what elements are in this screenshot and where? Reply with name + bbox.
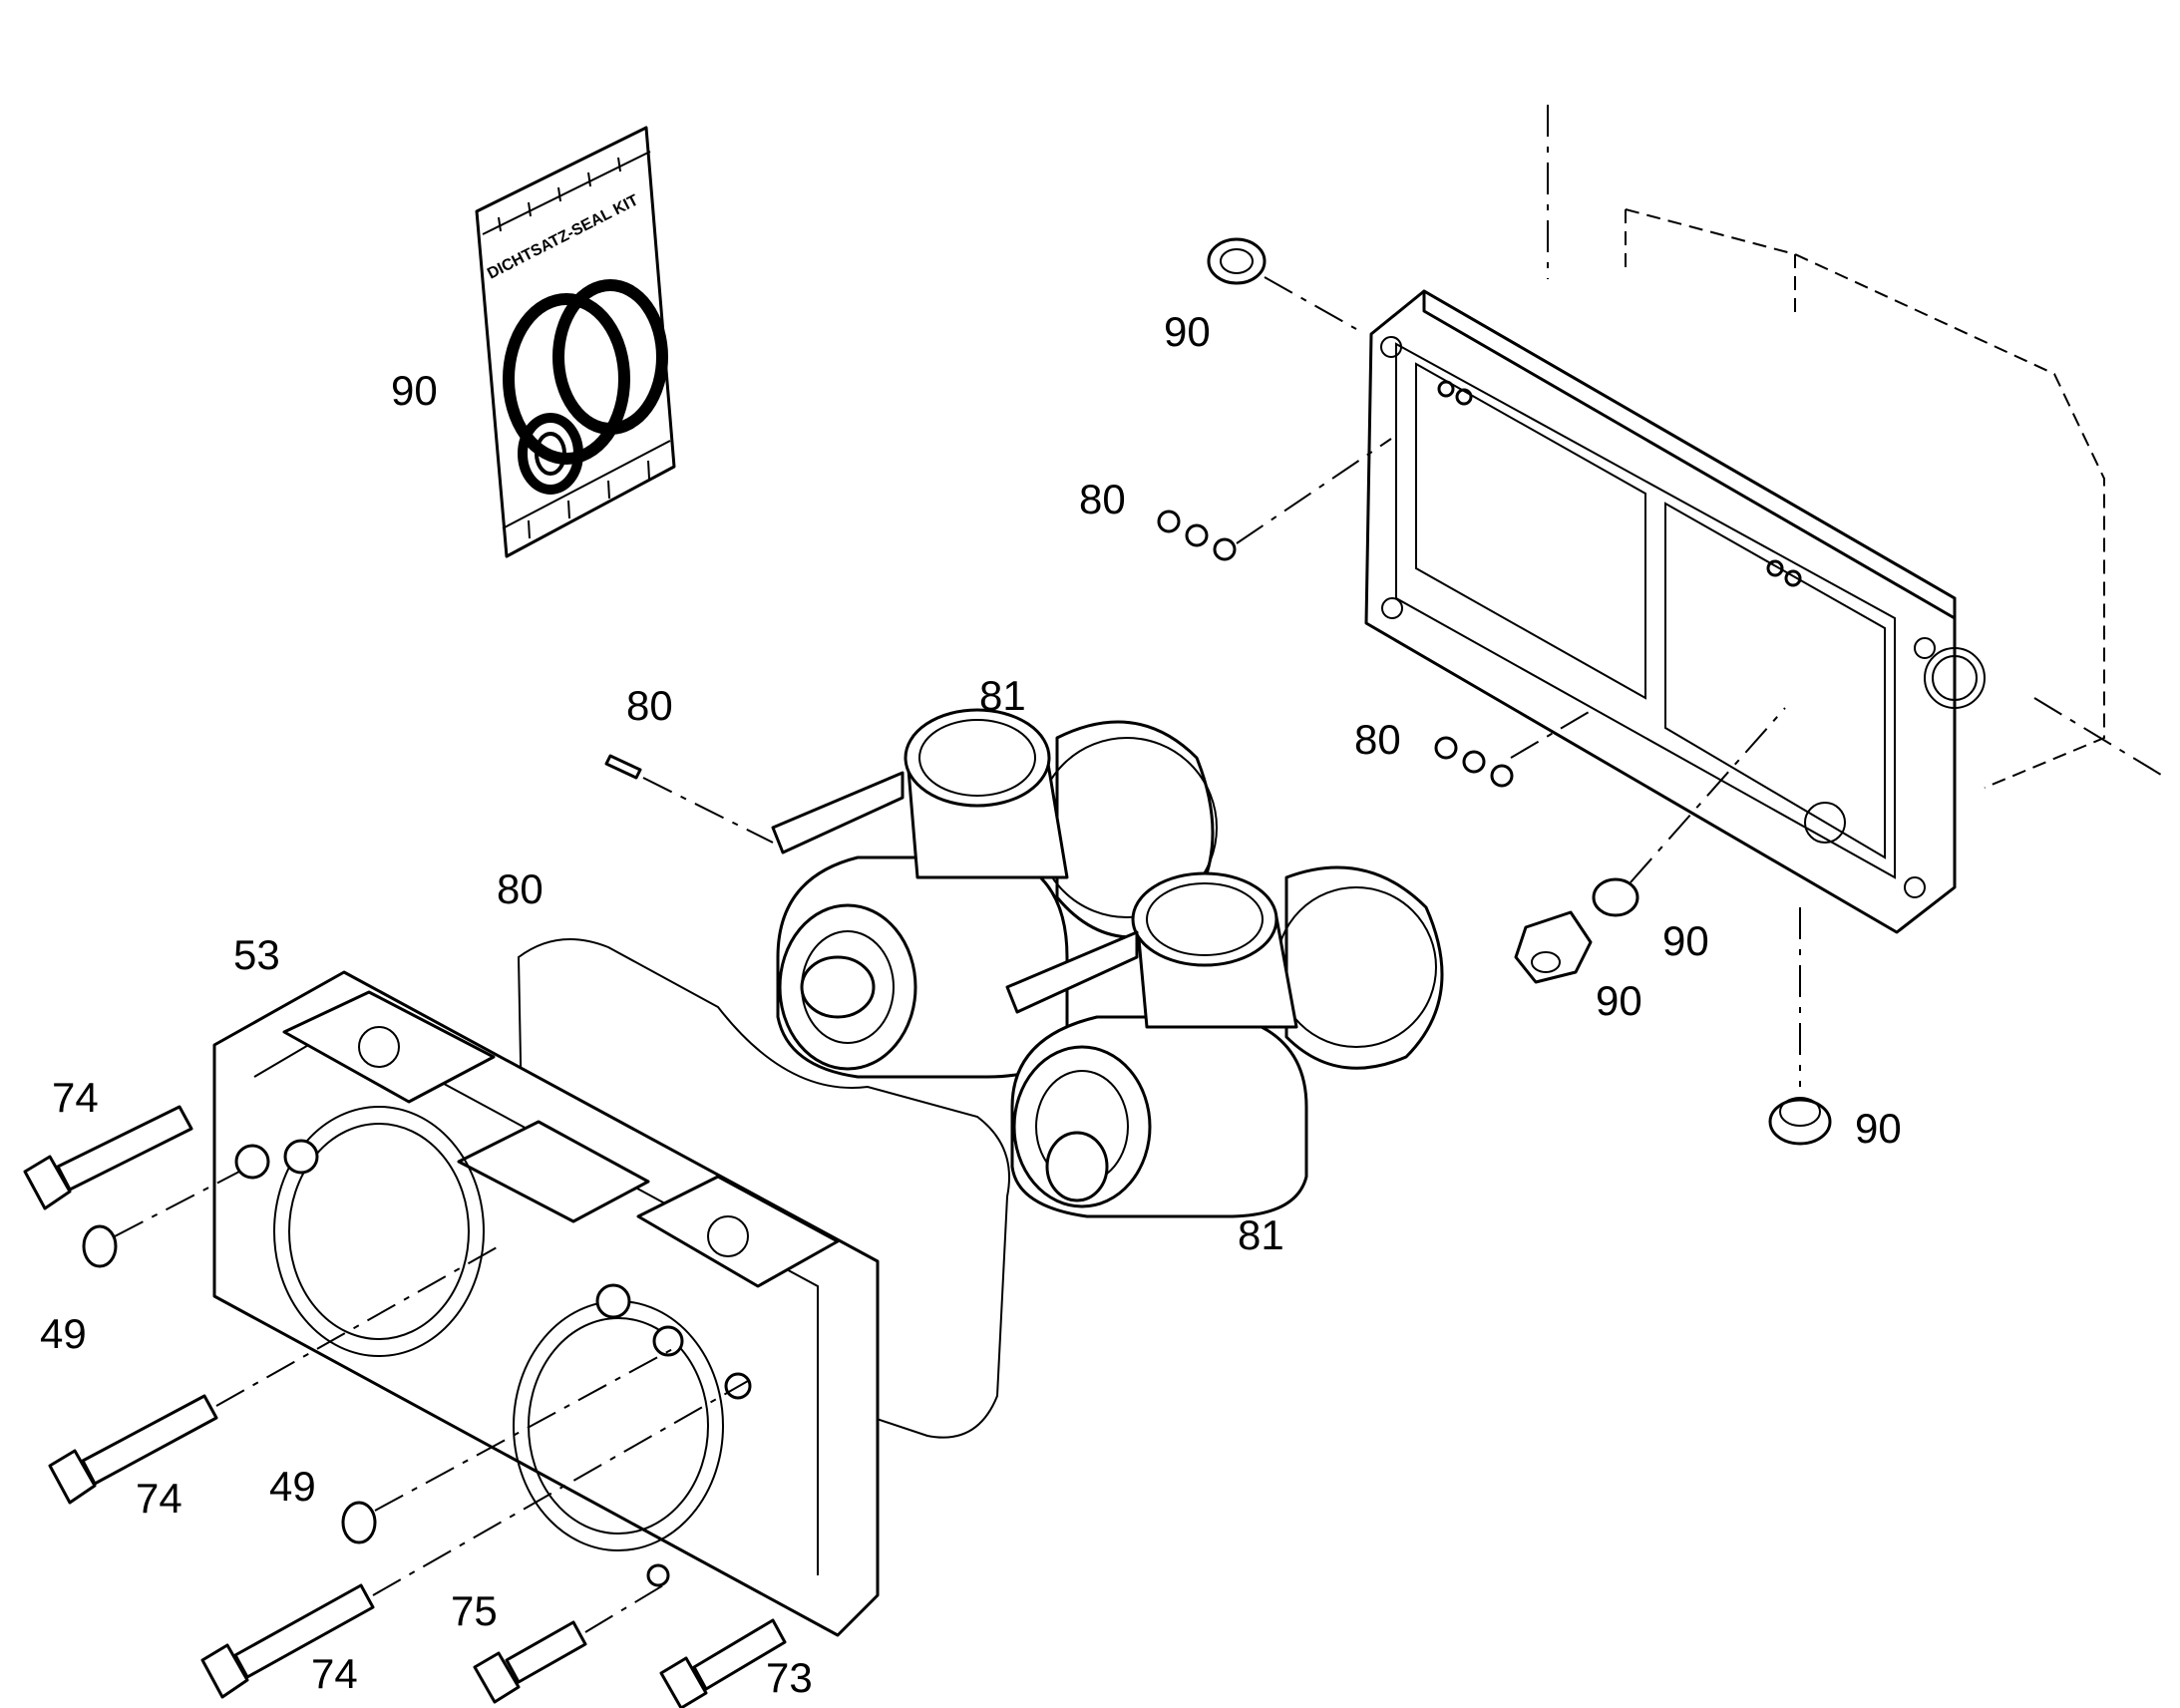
bolt-bottom-left: [200, 1380, 749, 1699]
callout-plug-top: 90: [1164, 308, 1211, 355]
callout-oring-right: 90: [1662, 917, 1709, 964]
seal-kit-bag: DICHTSATZ-SEAL KIT: [475, 126, 676, 558]
o-ring-right: [1592, 707, 1786, 917]
plug-mid: [341, 1345, 679, 1544]
plug-bottom-right: [1768, 907, 1832, 1146]
callout-gasket: 80: [497, 865, 544, 912]
washer-set-right: [1434, 707, 1597, 788]
plug-upper-left: [82, 1171, 240, 1268]
callout-plug-mid: 49: [269, 1463, 316, 1510]
cover-plate: [212, 970, 880, 1637]
callout-plug-bottom-right: 90: [1855, 1105, 1902, 1152]
callout-seal-kit: 90: [391, 367, 438, 414]
callout-pump-upper: 81: [979, 672, 1026, 719]
callout-washers-top: 80: [1079, 476, 1126, 522]
washer-set-top: [1157, 438, 1392, 561]
callout-plug-upper-left: 49: [40, 1310, 87, 1357]
callout-washers-right: 80: [1354, 716, 1401, 763]
callout-bolt-top-left: 74: [52, 1074, 99, 1121]
callout-bolt-bottom-left: 74: [311, 1650, 358, 1697]
callout-cover: 53: [233, 931, 280, 978]
gearbox-housing: [1364, 105, 2167, 934]
callout-pump-lower: 81: [1238, 1211, 1284, 1258]
callout-bolt-mid-left: 74: [136, 1475, 182, 1522]
bolt-mid-left: [48, 1245, 500, 1505]
callout-pin: 80: [626, 682, 673, 729]
bolt-73: [659, 1618, 787, 1708]
callout-bolt-73: 73: [766, 1654, 813, 1701]
callout-bolt-75: 75: [451, 1587, 498, 1634]
fitting-right: [1514, 910, 1593, 984]
plug-top: [1207, 237, 1357, 330]
pin: [604, 754, 774, 844]
pump-unit-lower: [1005, 865, 1444, 1218]
callout-fitting-right: 90: [1596, 977, 1642, 1024]
bolt-75: [473, 1584, 664, 1704]
pump-unit-upper: [771, 708, 1218, 1079]
bolt-top-left: [23, 1105, 193, 1210]
